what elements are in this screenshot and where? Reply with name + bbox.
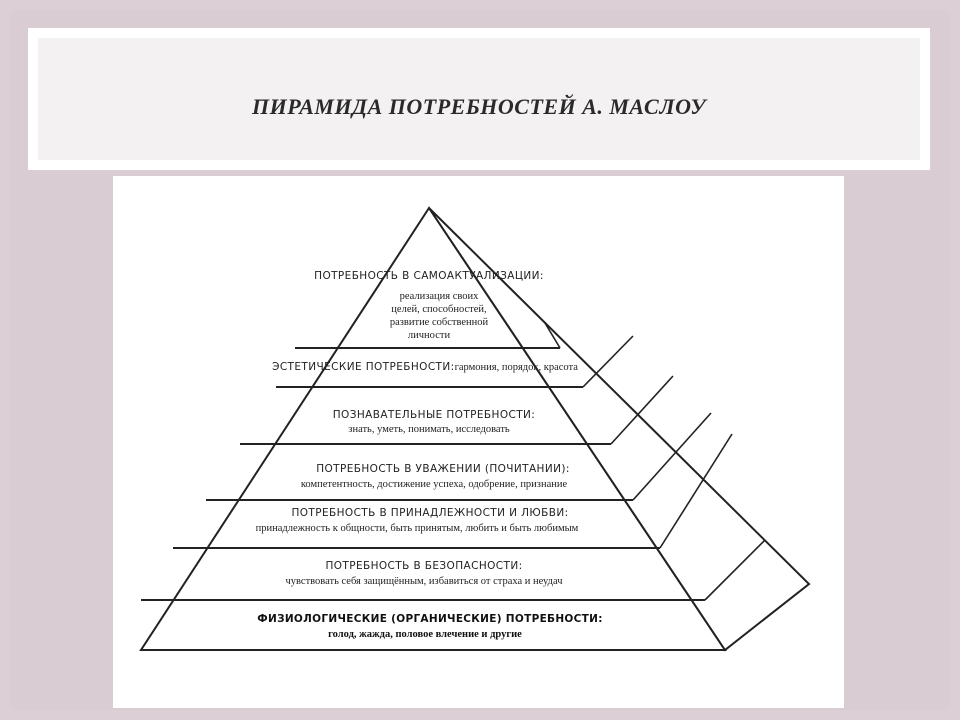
level-4-title: ПОТРЕБНОСТЬ В УВАЖЕНИИ (ПОЧИТАНИИ): [316,463,570,475]
level-7-desc: голод, жажда, половое влечение и другие [328,629,522,640]
side-divider [704,539,766,601]
side-divider [632,412,712,501]
level-3-title: ПОЗНАВАТЕЛЬНЫЕ ПОТРЕБНОСТИ: [333,409,535,421]
level-1-desc-line: развитие собственной [390,317,489,328]
level-5-title: ПОТРЕБНОСТЬ В ПРИНАДЛЕЖНОСТИ И ЛЮБВИ: [291,507,568,519]
level-4-desc: компетентность, достижение успеха, одобр… [301,479,568,490]
title-box: ПИРАМИДА ПОТРЕБНОСТЕЙ А. МАСЛОУ [28,28,930,170]
pyramid-diagram: ПОТРЕБНОСТЬ В САМОАКТУАЛИЗАЦИИ: реализац… [139,206,811,652]
pyramid-diagram-panel: ПОТРЕБНОСТЬ В САМОАКТУАЛИЗАЦИИ: реализац… [113,176,844,708]
pyramid-side-face [428,207,811,652]
level-1-title: ПОТРЕБНОСТЬ В САМОАКТУАЛИЗАЦИИ: [314,270,544,282]
level-6-title: ПОТРЕБНОСТЬ В БЕЗОПАСНОСТИ: [325,560,522,572]
level-7-title: ФИЗИОЛОГИЧЕСКИЕ (ОРГАНИЧЕСКИЕ) ПОТРЕБНОС… [257,613,602,625]
level-5-desc: принадлежность к общности, быть принятым… [256,523,579,534]
level-2-title: ЭСТЕТИЧЕСКИЕ ПОТРЕБНОСТИ: [272,361,454,373]
level-6-desc: чувствовать себя защищённым, избавиться … [285,576,563,587]
side-divider [659,433,733,549]
level-1-desc-line: реализация своих [400,291,480,302]
side-divider [544,322,561,349]
level-1-desc-line: личности [408,330,451,341]
side-divider [582,335,634,388]
side-divider [610,375,674,445]
level-2-line: ЭСТЕТИЧЕСКИЕ ПОТРЕБНОСТИ:гармония, поряд… [272,361,578,373]
level-1-desc-line: целей, способностей, [391,304,486,315]
level-2-desc: гармония, порядок, красота [455,362,579,373]
slide-title: ПИРАМИДА ПОТРЕБНОСТЕЙ А. МАСЛОУ [251,94,707,119]
level-3-desc: знать, уметь, понимать, исследовать [348,424,510,435]
